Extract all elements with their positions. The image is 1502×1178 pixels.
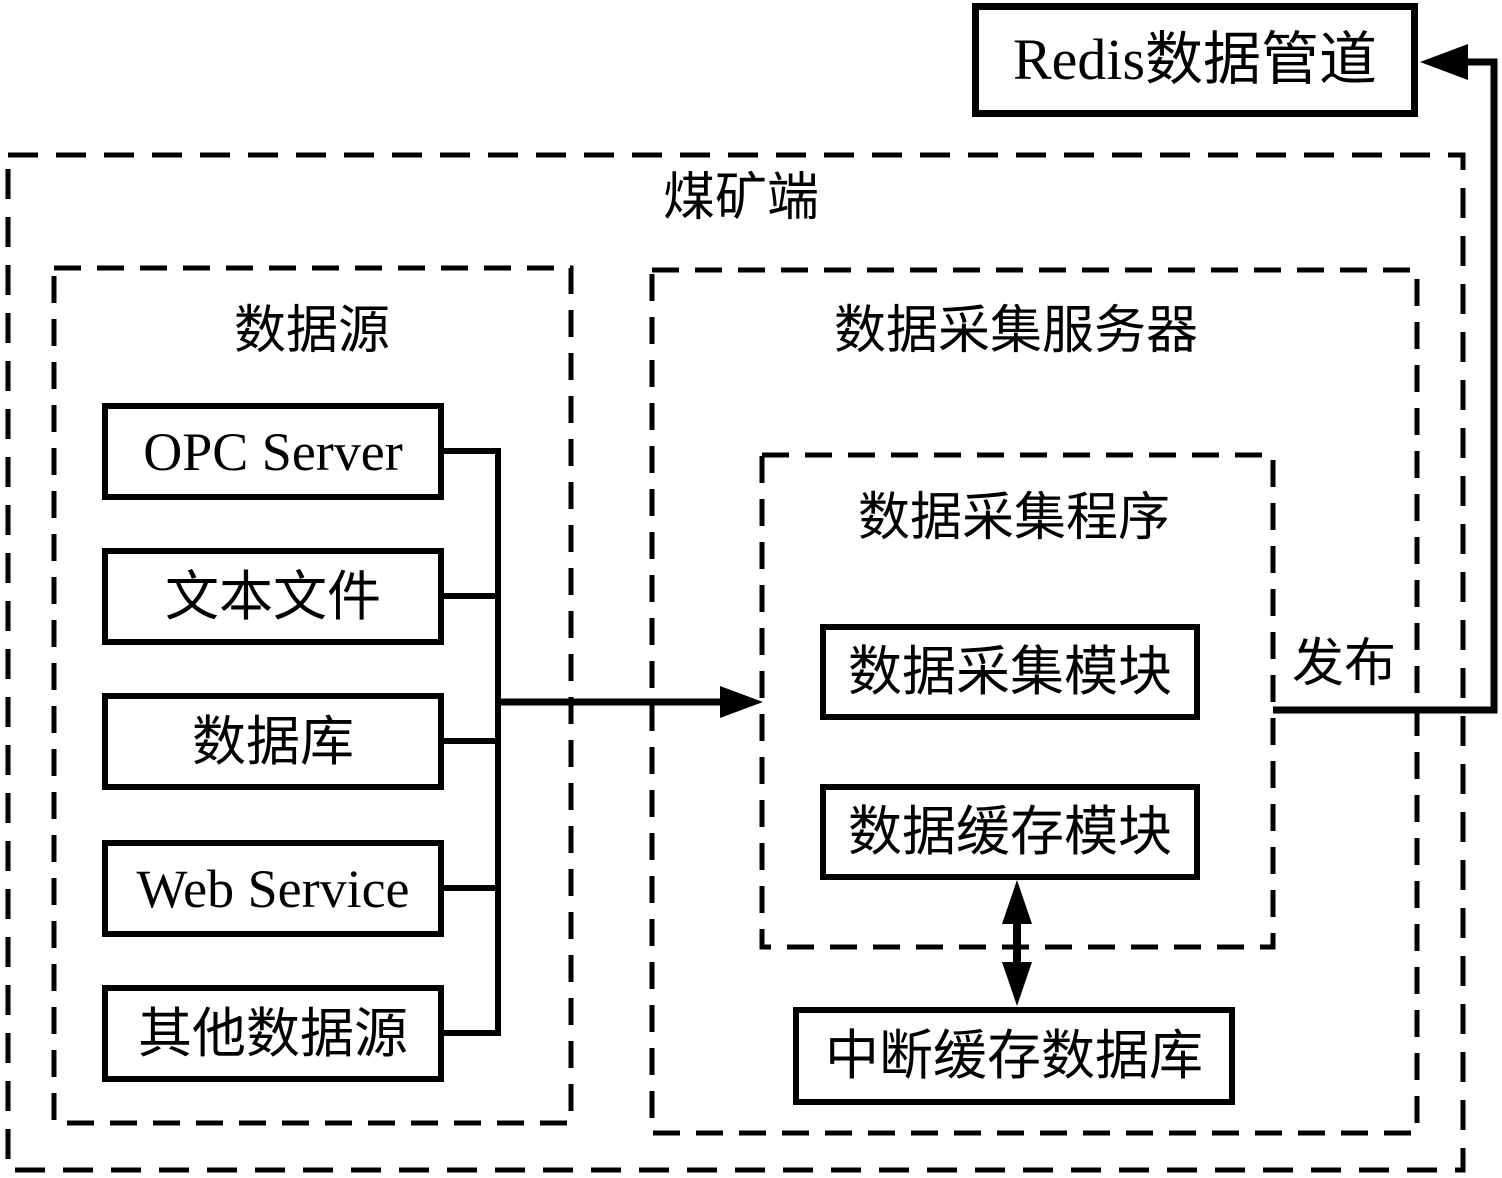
source-box-web-service: Web Service [102,840,444,937]
module-box-data-cache-label: 数据缓存模块 [848,802,1172,862]
coal-mine-label: 煤矿端 [662,170,820,227]
collection-server-title: 数据采集服务器 [833,303,1199,360]
coal-mine-dashed-border [5,152,1466,1173]
publish-line [1273,58,1498,714]
source-box-text-file-label: 文本文件 [165,566,381,627]
collection-program-title: 数据采集程序 [857,490,1171,547]
data-sources-dashed-border [51,265,574,1126]
sync-arrow-head-up [1002,880,1032,924]
publish-label: 发布 [1291,636,1397,693]
source-box-opc-server: OPC Server [102,403,444,500]
source-box-web-service-label: Web Service [136,858,410,919]
source-box-database-label: 数据库 [192,711,354,772]
main-arrow-head [720,686,763,718]
redis-pipeline-label: Redis数据管道 [1012,27,1378,92]
source-box-database: 数据库 [102,693,444,790]
redis-pipeline-box: Redis数据管道 [972,3,1418,117]
module-box-data-collection: 数据采集模块 [820,624,1200,720]
data-sources-title: 数据源 [233,303,391,360]
sync-arrow-head-down [1002,962,1032,1006]
interrupt-cache-db-box: 中断缓存数据库 [793,1007,1235,1105]
interrupt-cache-db-label: 中断缓存数据库 [825,1026,1203,1086]
module-box-data-cache: 数据缓存模块 [820,784,1200,880]
source-box-other-sources-label: 其他数据源 [138,1003,408,1064]
source-box-opc-server-label: OPC Server [143,421,403,482]
module-box-data-collection-label: 数据采集模块 [848,642,1172,702]
publish-arrow-head [1420,44,1468,80]
source-box-other-sources: 其他数据源 [102,985,444,1082]
source-box-text-file: 文本文件 [102,548,444,645]
